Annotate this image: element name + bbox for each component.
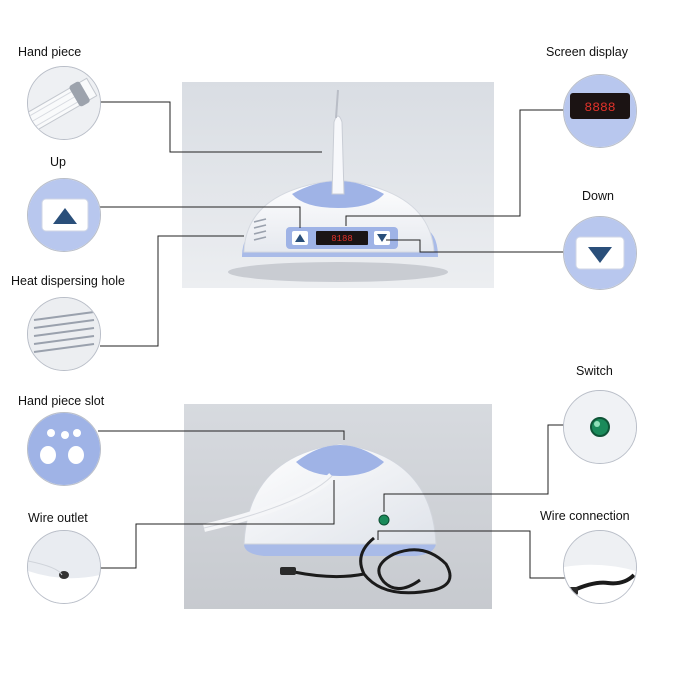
label-up: Up <box>50 155 66 169</box>
heat-dispersing-hole-detail <box>27 297 101 371</box>
hand-piece-detail <box>27 66 101 140</box>
label-hand-piece-slot: Hand piece slot <box>18 394 105 408</box>
hand-piece-slot-detail <box>27 412 101 486</box>
label-hand-piece: Hand piece <box>18 45 82 59</box>
label-screen-display: Screen display <box>546 45 628 59</box>
screen-display-detail: 8888 <box>563 74 637 148</box>
up-arrow-icon <box>53 208 77 224</box>
wire-outlet-detail <box>27 530 101 604</box>
down-arrow-icon <box>588 247 612 263</box>
wire-connection-detail <box>563 530 637 604</box>
label-wire-outlet: Wire outlet <box>28 511 88 525</box>
down-button-detail <box>563 216 637 290</box>
svg-text:8888: 8888 <box>584 100 615 115</box>
device-rear-photo <box>184 404 492 609</box>
label-down: Down <box>582 189 614 203</box>
label-switch: Switch <box>576 364 613 378</box>
up-button-detail <box>27 178 101 252</box>
label-heat-dispersing-hole: Heat dispersing hole <box>11 274 125 288</box>
svg-text:8188: 8188 <box>331 234 353 244</box>
device-front-photo: 8188 <box>182 82 494 288</box>
switch-detail <box>563 390 637 464</box>
label-wire-connection: Wire connection <box>540 509 630 523</box>
